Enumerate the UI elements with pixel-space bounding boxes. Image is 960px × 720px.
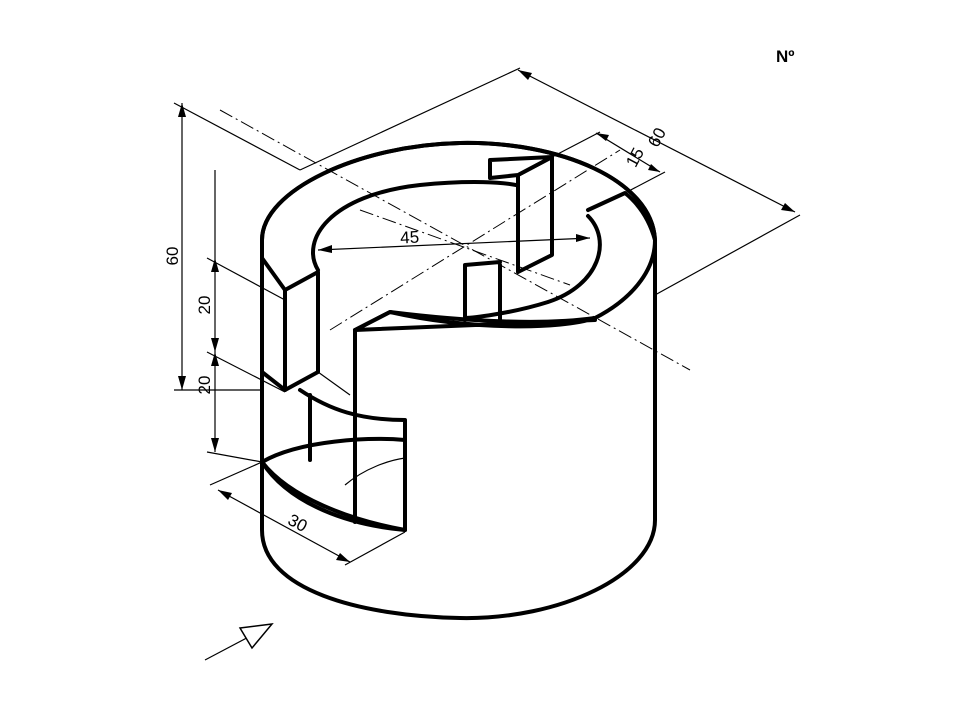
right-tab-post bbox=[463, 260, 502, 322]
right-tab-front bbox=[488, 155, 554, 180]
notch-curve bbox=[344, 457, 406, 486]
center-axes bbox=[219, 109, 691, 371]
dim-total-height-label: 60 bbox=[163, 247, 182, 266]
notch-floor-inner bbox=[260, 460, 407, 532]
dim-slot-heights: 20 20 bbox=[195, 170, 286, 463]
dim-slot-height-upper-label: 20 bbox=[195, 296, 214, 315]
drawing-number-label: Nº bbox=[776, 47, 795, 66]
view-direction-arrow bbox=[204, 623, 274, 661]
dim-total-height: 60 bbox=[163, 102, 301, 391]
left-tab-side bbox=[260, 256, 287, 392]
inner-bore bbox=[311, 180, 522, 272]
dim-inner-diameter-label: 45 bbox=[400, 228, 420, 248]
cylinder-body bbox=[260, 140, 657, 621]
notch-top-edge bbox=[353, 310, 597, 332]
dim-slot-height-lower-label: 20 bbox=[195, 376, 214, 395]
inner-bore-right bbox=[463, 214, 602, 320]
left-tab bbox=[283, 270, 320, 392]
dim-inner-diameter: 45 bbox=[317, 228, 591, 253]
top-outer-rim bbox=[260, 140, 657, 320]
tab-lower-edge bbox=[298, 388, 407, 442]
dim-tab-offset-label: 15 bbox=[622, 145, 648, 171]
